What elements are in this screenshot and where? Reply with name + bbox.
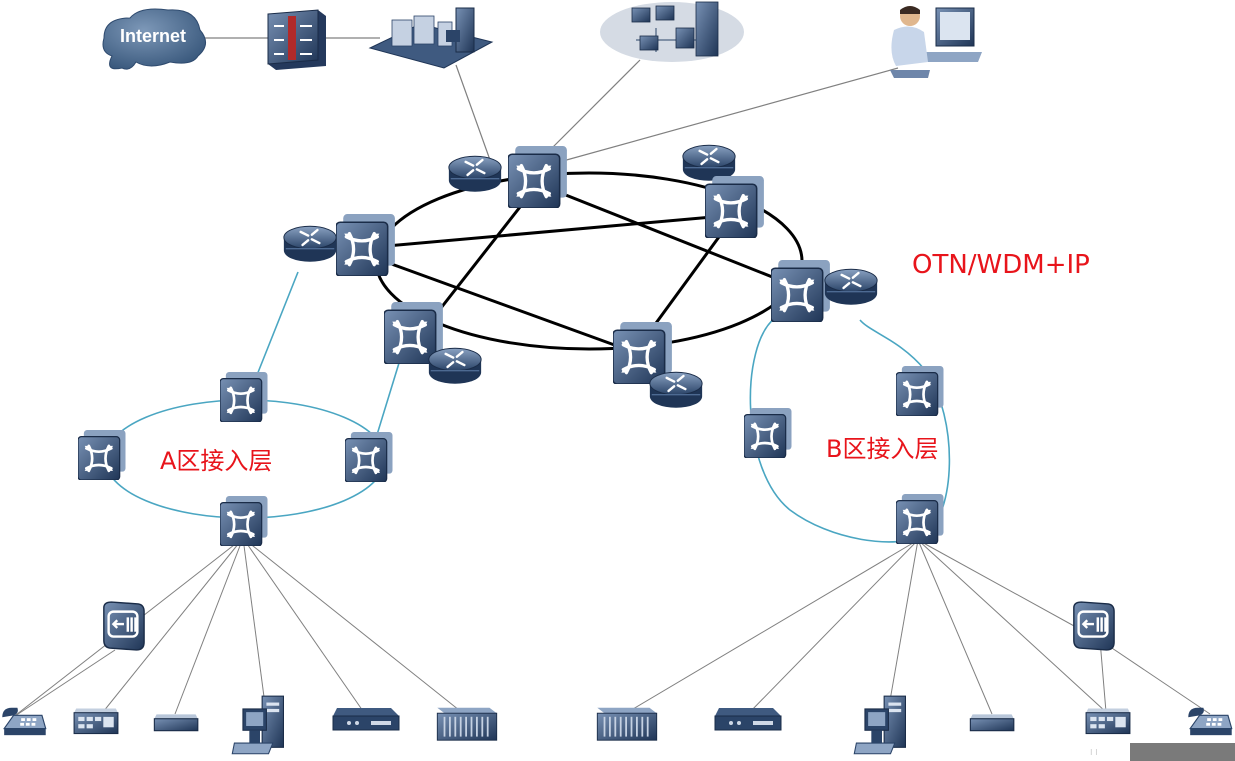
link-operator-core [551,67,899,165]
fanout-b [627,539,1211,715]
gateway-icon [1072,600,1116,652]
optical-switch-icon [771,260,832,322]
router-icon [282,225,338,263]
router-icon [427,347,483,385]
fanout-a [11,537,465,719]
modem-icon [969,713,1015,732]
gateway-icon [102,600,146,652]
router-icon [447,155,503,193]
internet-cloud: Internet [102,8,206,70]
router-icon [648,371,704,409]
zone-a-label: A区接入层 [160,447,272,475]
optical-switch-icon [896,366,945,416]
zone-b-label: B区接入层 [826,435,938,463]
router-icon [681,144,737,182]
core-chord-3 [537,182,801,290]
core-chord-4 [363,252,643,357]
core-nodes [282,144,879,409]
link-datacenter-core [539,59,641,161]
rack-chassis-icon [436,706,498,742]
optical-switch-icon [345,432,394,482]
workstation-icon [231,695,285,755]
terminal-equipment-icon [1085,707,1131,735]
optical-switch-icon [220,372,269,422]
telephone-icon [1187,707,1233,736]
terminals-b [596,600,1233,755]
terminal-equipment-icon [73,707,119,735]
terminals-a [1,600,498,755]
operator-workstation-icon [890,6,982,78]
links-top [200,37,899,165]
server-rack-icon [368,7,494,69]
optical-switch-icon [336,214,397,276]
link-a-up-1 [254,271,299,381]
link-server-core [455,64,491,161]
optical-switch-icon [705,176,766,238]
corner-mark: ⁝ ⁝ [1090,748,1098,757]
telephone-icon [1,707,47,736]
optical-switch-icon [896,494,945,544]
rack-chassis-icon [596,706,658,742]
modem-icon [153,713,199,732]
optical-switch-icon [220,496,269,546]
flat-device-icon [714,707,782,731]
link-a-up-2 [375,349,404,439]
backbone-label: OTN/WDM+IP [912,250,1090,280]
workstation-icon [853,695,907,755]
internet-label: Internet [120,26,186,46]
corner-bar [1130,743,1235,761]
flat-device-icon [332,707,400,731]
firewall-icon [267,9,326,70]
optical-switch-icon [508,146,569,208]
core-chord-1 [363,213,736,250]
router-icon [823,268,879,306]
data-center-icon [600,1,744,62]
optical-switch-icon [78,430,127,480]
optical-switch-icon [744,408,793,458]
